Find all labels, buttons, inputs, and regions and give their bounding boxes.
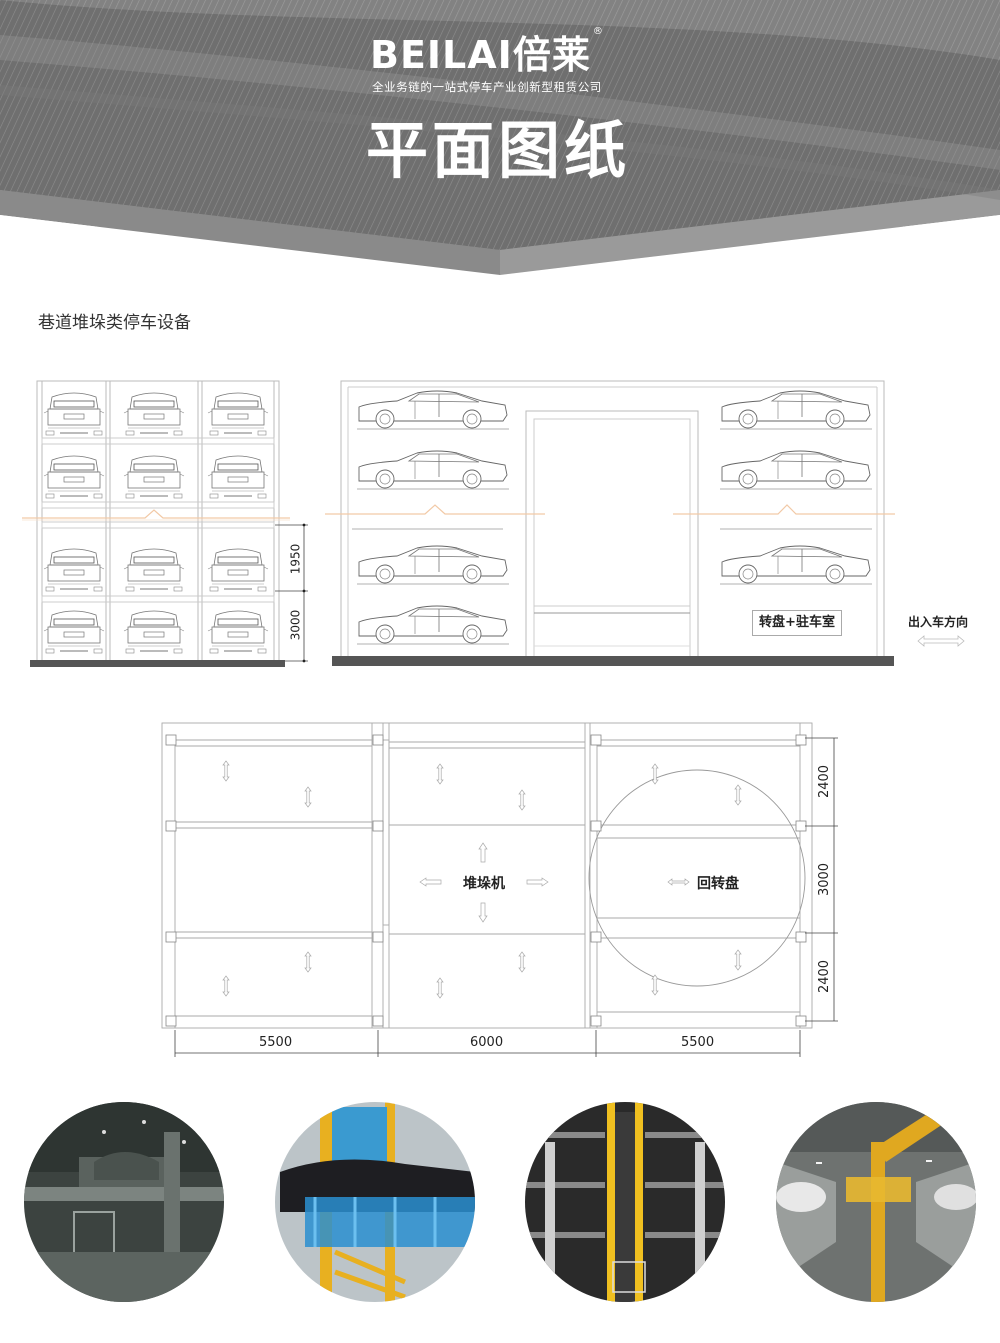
height-dim-middle: 3000 <box>817 862 833 897</box>
turntable-room-label: 转盘+驻车室 <box>752 610 842 636</box>
height-dim-top: 2400 <box>817 764 833 799</box>
registered-mark: ® <box>592 26 604 37</box>
width-dim-middle: 6000 <box>470 1035 504 1050</box>
page-title: 平面图纸 <box>366 114 631 187</box>
plan-view <box>161 722 838 1057</box>
height-dim-bottom: 2400 <box>817 959 833 994</box>
photo-stacker-blue-yellow <box>275 1102 475 1302</box>
header-banner: BEILAI倍莱® 全业务链的一站式停车产业创新型租赁公司 平面图纸 <box>0 0 1000 400</box>
brand-text: BEILAI倍莱 <box>370 33 591 77</box>
photo-vertical-shaft <box>525 1102 725 1302</box>
elevation-side-view <box>325 380 965 666</box>
entry-direction-label: 出入车方向 <box>908 615 969 629</box>
elevation-front-view <box>22 380 308 667</box>
dimension-3000: 3000 <box>288 609 303 641</box>
width-dim-right: 5500 <box>681 1035 715 1050</box>
tagline: 全业务链的一站式停车产业创新型租赁公司 <box>372 80 602 94</box>
banner-background <box>0 0 1000 400</box>
turntable-label: 回转盘 <box>697 876 739 892</box>
stacker-crane-label: 堆垛机 <box>463 876 505 892</box>
width-dim-left: 5500 <box>259 1035 293 1050</box>
section-title: 巷道堆垛类停车设备 <box>38 313 191 333</box>
dimension-1950: 1950 <box>288 543 303 575</box>
photo-parking-lift-interior <box>24 1102 224 1302</box>
photo-aisle-stacker <box>776 1102 976 1302</box>
brand-logo: BEILAI倍莱® <box>370 24 604 79</box>
